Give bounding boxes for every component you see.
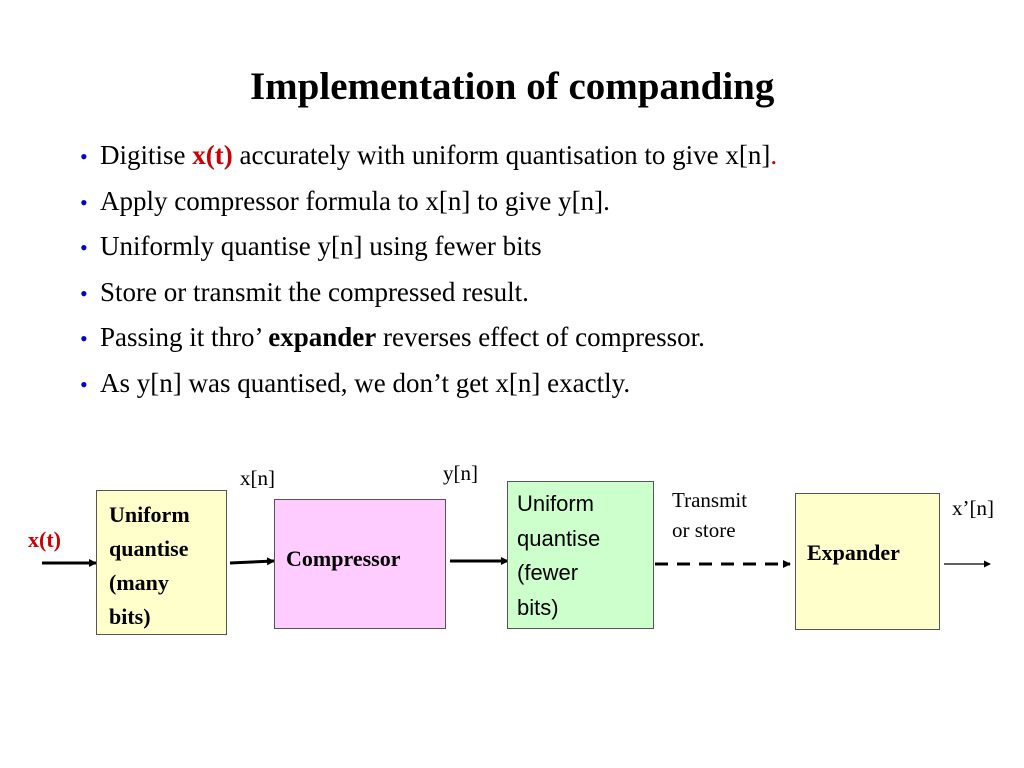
bullet-item-3: • Uniformly quantise y[n] using fewer bit… — [80, 228, 777, 274]
bullet-item-5: • Passing it thro’ expander reverses effe… — [80, 319, 777, 365]
xn-label: x[n] — [240, 466, 275, 490]
transmit-label: Transmit or store — [672, 485, 747, 545]
bullet-text: reverses effect of compressor. — [376, 322, 705, 352]
bullet-text: Digitise — [100, 140, 193, 170]
bullet-text-period: . — [770, 140, 778, 170]
box-line: Uniform — [517, 491, 595, 516]
box-line: Uniform — [109, 502, 190, 527]
bullet-item-4: • Store or transmit the compressed result… — [80, 274, 777, 320]
bullet-item-1: • Digitise x(t) accurately with uniform q… — [80, 137, 777, 183]
expander-emphasis: expander — [268, 322, 377, 352]
bullet-icon: • — [80, 371, 88, 397]
xt-emphasis: x(t) — [192, 140, 233, 170]
bullet-text: Passing it thro’ — [100, 322, 269, 352]
bullet-text: Apply compressor formula to x[n] to give… — [100, 185, 610, 216]
box-line: bits) — [517, 594, 559, 620]
bullet-icon: • — [80, 189, 88, 215]
uniform-quantise-many-box: Uniform quantise (many bits) — [96, 490, 227, 635]
slide-title: Implementation of companding — [250, 65, 775, 108]
box-line: (many — [109, 570, 169, 595]
uniform-many-text: Uniform quantise (many bits) — [109, 498, 190, 634]
input-label: x(t) — [28, 527, 61, 552]
box-line: (fewer — [517, 560, 579, 585]
uniform-fewer-text: Uniform quantise (fewer bits) — [517, 487, 600, 625]
compressor-box: Compressor — [274, 499, 446, 629]
bullet-icon: • — [80, 280, 88, 306]
bullet-item-6: • As y[n] was quantised, we don’t get x[n… — [80, 365, 777, 411]
xn-arrow — [229, 557, 275, 566]
compressor-text: Compressor — [286, 546, 401, 571]
bullet-text: As y[n] was quantised, we don’t get x[n]… — [100, 367, 631, 398]
bullet-icon: • — [80, 326, 88, 351]
transmit-line: or store — [672, 518, 736, 542]
box-line: bits) — [109, 604, 151, 629]
bullet-text: accurately with uniform quantisation to … — [232, 140, 771, 170]
uniform-quantise-fewer-box: Uniform quantise (fewer bits) — [507, 481, 654, 629]
yn-label: y[n] — [443, 461, 478, 485]
bullet-icon: • — [80, 235, 88, 260]
transmit-line: Transmit — [672, 488, 748, 512]
box-line: quantise — [517, 525, 601, 551]
bullet-icon: • — [80, 144, 88, 169]
bullet-item-2: • Apply compressor formula to x[n] to giv… — [80, 183, 777, 229]
bullet-list: • Digitise x(t) accurately with uniform q… — [80, 137, 777, 410]
bullet-text: Uniformly quantise y[n] using fewer bits — [100, 231, 542, 261]
box-line: quantise — [109, 536, 189, 561]
expander-text: Expander — [807, 540, 900, 565]
bullet-text: Store or transmit the compressed result. — [100, 276, 529, 307]
output-label: x’[n] — [952, 496, 994, 520]
expander-box: Expander — [795, 493, 940, 630]
